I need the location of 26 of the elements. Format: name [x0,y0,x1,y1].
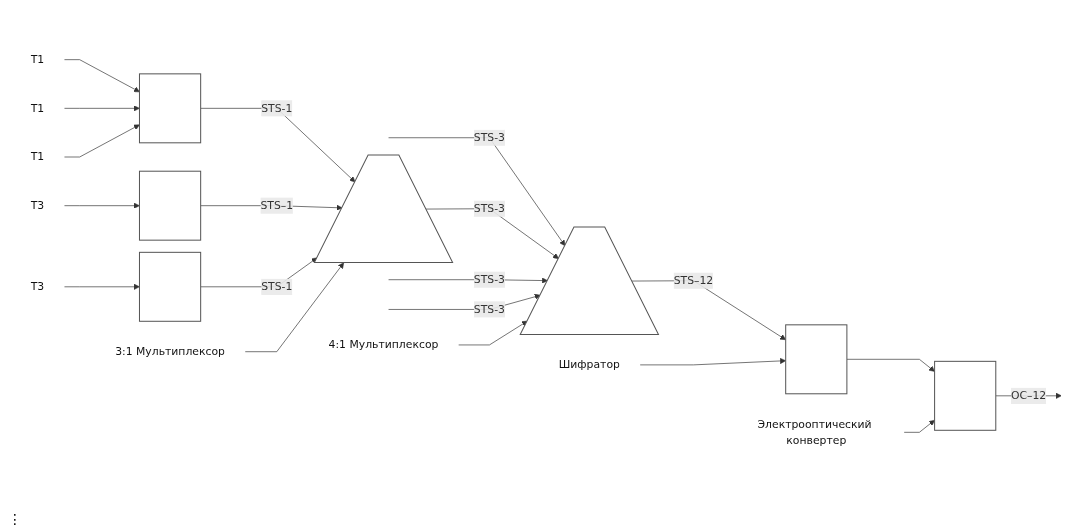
edge-label: OC–12 [1011,389,1047,402]
edge-label: STS–12 [673,273,714,287]
node-box [138,73,202,144]
node-trapezoid [519,226,660,335]
edge-label: STS-1 [261,101,293,115]
edge-label: STS-3 [473,302,505,316]
node-text: T1 [30,150,45,164]
node-text: T3 [30,198,45,212]
ellipsis-mark: ⋮ [8,511,22,527]
node-text: 3:1 Мультиплексор [115,344,225,358]
node-trapezoid [313,154,454,263]
node-box [934,360,997,431]
node-text: T1 [30,52,45,66]
edge-label: STS-3 [473,201,505,215]
node-text: Шифратор [558,358,620,371]
node-box [785,324,848,395]
node-text: T3 [30,280,45,293]
edge-label: STS-3 [473,272,505,286]
node-box [138,170,202,241]
node-box [138,251,202,322]
node-text: Электрооптический конвертер [757,417,872,447]
edge-label: STS-3 [473,130,505,144]
node-text: 4:1 Мультиплексор [328,338,439,351]
edge-label: STS-1 [261,280,293,293]
edge-label: STS–1 [260,198,294,212]
node-text: T1 [30,101,45,115]
